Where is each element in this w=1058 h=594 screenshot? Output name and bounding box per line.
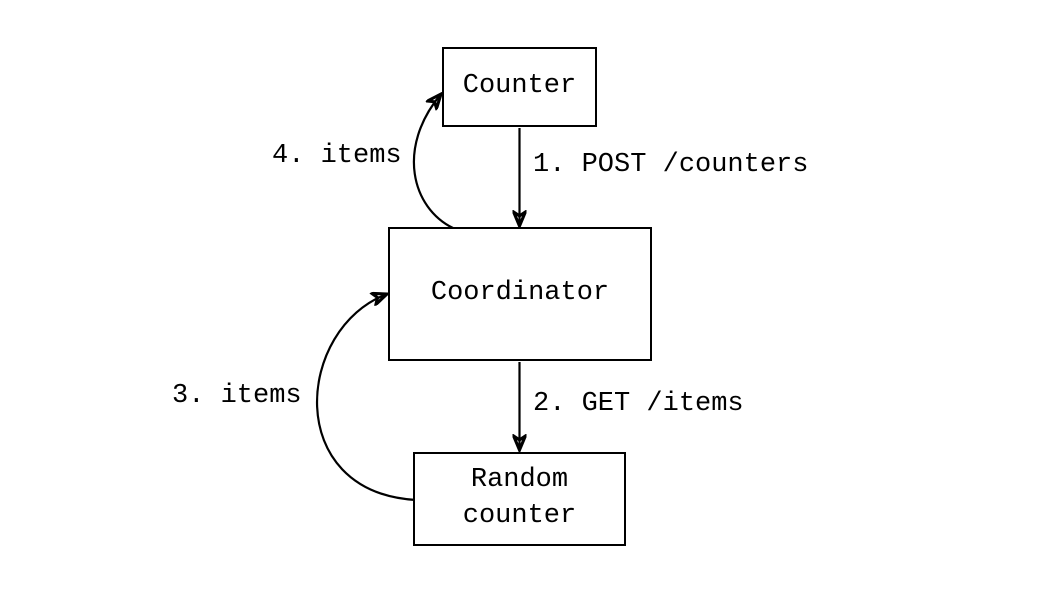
edge-label-get-items: 2. GET /items	[533, 389, 744, 419]
node-coordinator: Coordinator	[388, 227, 652, 361]
edge-label-items-3: 3. items	[172, 381, 302, 411]
node-counter-label: Counter	[462, 71, 577, 102]
edge-items-up-arrow	[412, 94, 454, 229]
edge-label-post-counters: 1. POST /counters	[533, 150, 809, 180]
node-random-counter-label: Random counter	[462, 465, 577, 531]
node-coordinator-label: Coordinator	[430, 278, 610, 309]
edge-label-items-4: 4. items	[272, 141, 402, 171]
node-counter: Counter	[442, 47, 597, 127]
node-random-counter: Random counter	[413, 452, 626, 546]
edge-items-return-arrow	[316, 294, 417, 502]
